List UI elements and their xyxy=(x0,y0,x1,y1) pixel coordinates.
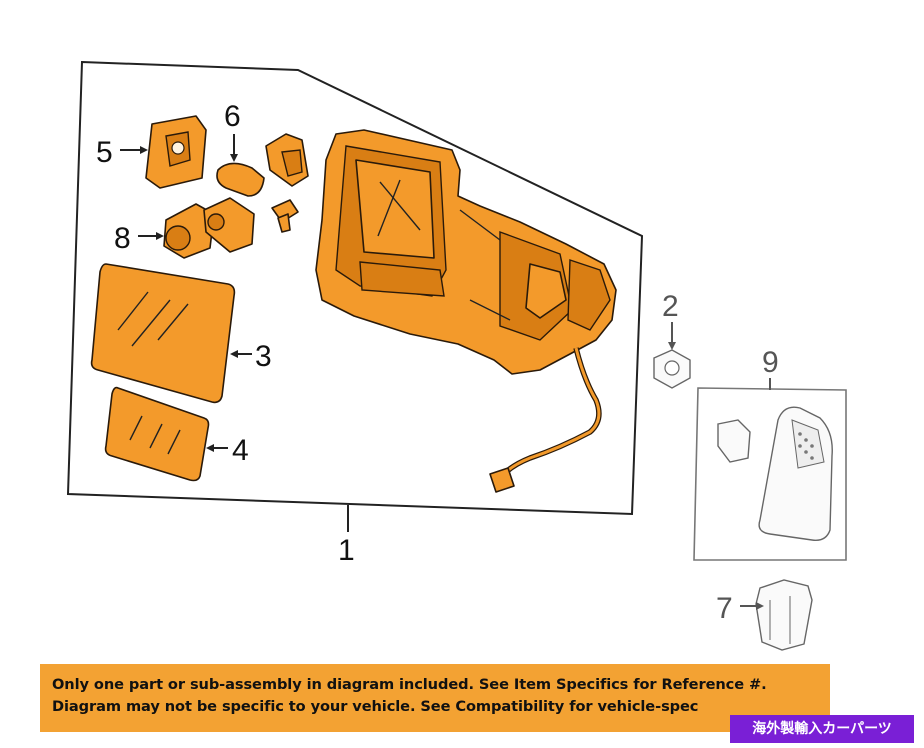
notice-line-2: Diagram may not be specific to your vehi… xyxy=(52,698,699,715)
part-8-motor xyxy=(163,197,255,259)
notice-banner xyxy=(40,664,830,732)
part-9-box xyxy=(693,387,847,561)
callout-1: 1 xyxy=(338,534,355,567)
callout-4: 4 xyxy=(232,434,249,467)
callout-5: 5 xyxy=(96,136,113,169)
leader-lines xyxy=(120,134,771,610)
part-9-connector xyxy=(717,419,751,463)
callout-6: 6 xyxy=(224,100,241,133)
part-4-spotter-glass xyxy=(104,386,210,482)
part-9-lamp xyxy=(758,406,833,541)
callout-9: 9 xyxy=(762,346,779,379)
part-wire-harness xyxy=(489,347,602,493)
import-parts-badge: 海外製輸入カーパーツ xyxy=(730,715,914,743)
part-screw xyxy=(271,199,299,233)
part-mirror-housing xyxy=(315,129,617,375)
part-2-nut xyxy=(653,349,691,389)
part-3-mirror-glass xyxy=(90,263,236,404)
part-clip-top xyxy=(265,133,309,187)
callout-3: 3 xyxy=(255,340,272,373)
part-6-cap xyxy=(216,162,265,197)
callout-8: 8 xyxy=(114,222,131,255)
callout-7: 7 xyxy=(716,592,733,625)
callout-2: 2 xyxy=(662,290,679,323)
notice-line-1: Only one part or sub-assembly in diagram… xyxy=(52,676,767,693)
part-5-bracket xyxy=(145,115,207,189)
assembly-box xyxy=(66,60,644,516)
part-7-socket xyxy=(755,579,813,651)
